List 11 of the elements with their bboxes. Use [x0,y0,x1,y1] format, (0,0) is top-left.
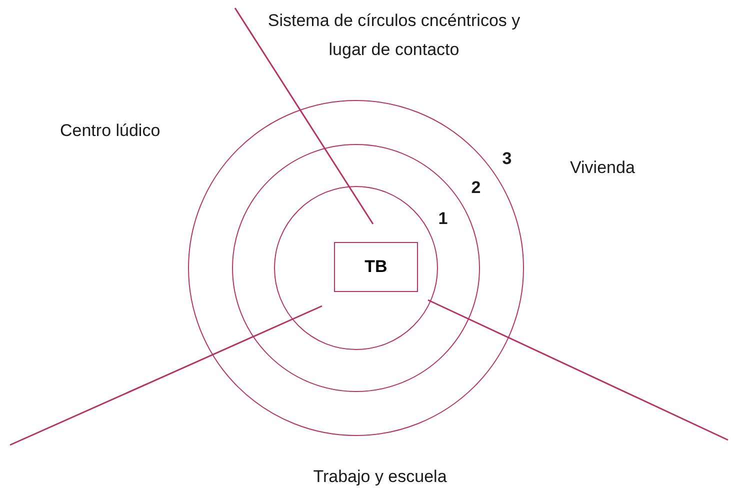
ring-number: 1 [437,208,449,230]
diagram-title: Sistema de círculos cncéntricos y lugar de contacto [266,10,522,61]
sector-label: Centro lúdico [60,120,162,142]
ring-number: 2 [470,177,482,199]
circle-ring [274,186,438,350]
sector-label: Trabajo y escuela [312,466,448,488]
ring-number: 3 [501,148,513,170]
label-box: TB [334,242,418,292]
sector-label: Vivienda [570,157,636,179]
circle-ring [232,144,480,392]
circle-ring [188,100,524,436]
